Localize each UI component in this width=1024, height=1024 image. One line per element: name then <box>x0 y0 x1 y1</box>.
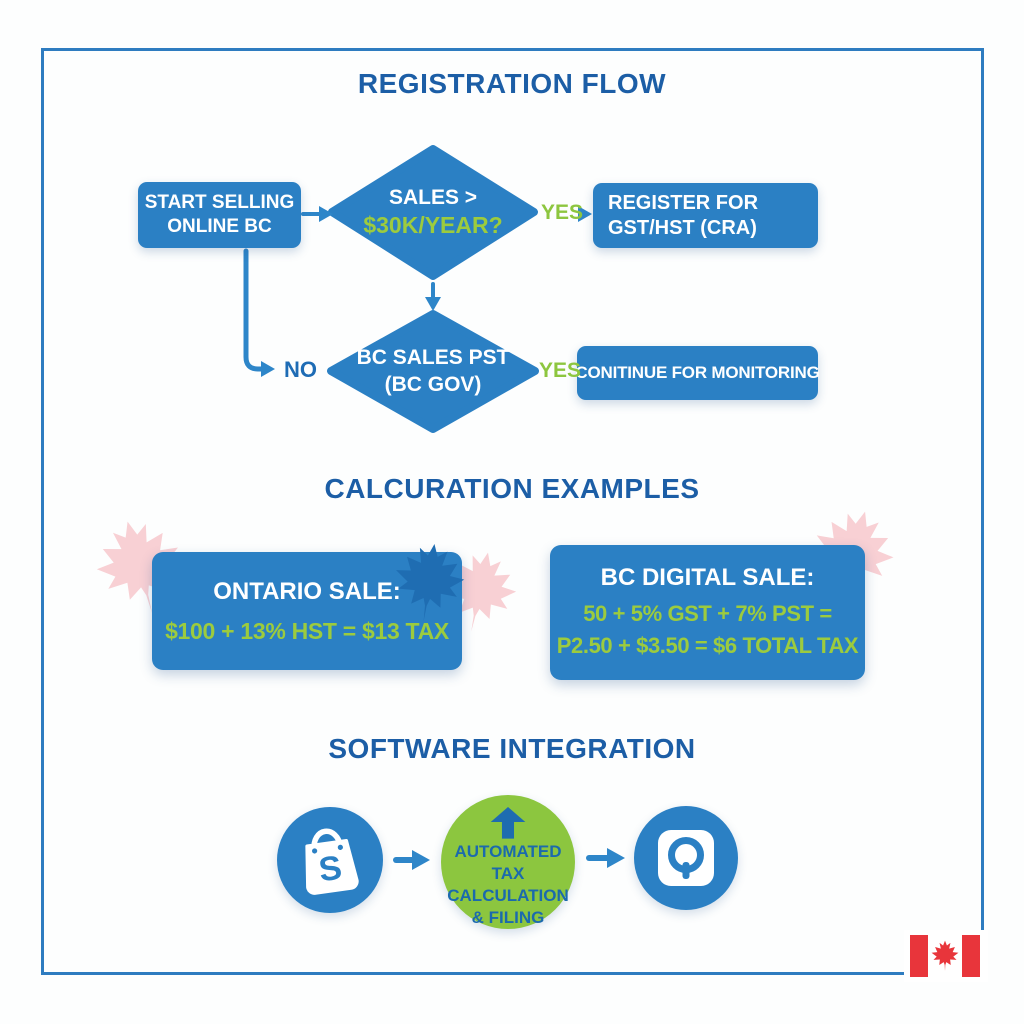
hub-label-line1: AUTOMATED TAX <box>454 841 562 883</box>
automation-hub-circle: AUTOMATED TAX CALCULATION & FILING <box>441 795 575 929</box>
border-frame <box>41 48 984 975</box>
registration-flow-title: REGISTRATION FLOW <box>357 68 667 99</box>
bc-card-formula-line1: 50 + 5% GST + 7% PST = <box>583 600 832 626</box>
yes-label-1: YES <box>541 201 584 224</box>
start-selling-node: START SELLING ONLINE BC <box>138 182 301 248</box>
sales-diamond-line2: $30K/YEAR? <box>363 212 503 239</box>
quickbooks-icon <box>658 830 714 886</box>
register-gst-node: REGISTER FOR GST/HST (CRA) <box>593 183 818 248</box>
canada-flag-icon <box>904 930 988 982</box>
flag-left-bar <box>910 935 928 977</box>
up-arrow-icon <box>490 807 526 839</box>
ontario-sale-card: ONTARIO SALE: $100 + 13% HST = $13 TAX <box>152 552 462 670</box>
start-selling-line2: ONLINE BC <box>167 216 272 237</box>
monitor-label: CONITINUE FOR MONITORING <box>575 363 820 383</box>
software-integration-title: SOFTWARE INTEGRATION <box>328 733 696 764</box>
ontario-card-formula: $100 + 13% HST = $13 TAX <box>165 617 449 644</box>
yes-label-2: YES <box>539 359 582 382</box>
sales-diamond-line1: SALES > <box>388 186 478 209</box>
maple-leaf-icon <box>383 537 476 630</box>
pst-diamond-line2: (BC GOV) <box>384 372 482 396</box>
flag-right-bar <box>962 935 980 977</box>
hub-label-line2: CALCULATION <box>447 885 569 905</box>
register-line1: REGISTER FOR <box>608 191 759 214</box>
shopify-bag-icon: S <box>305 828 359 895</box>
bc-card-heading: BC DIGITAL SALE: <box>600 563 815 591</box>
bc-card-formula-line2: P2.50 + $3.50 = $6 TOTAL TAX <box>556 632 859 658</box>
continue-monitoring-node: CONITINUE FOR MONITORING <box>575 346 820 400</box>
pst-diamond-line1: BC SALES PST <box>356 346 510 370</box>
sales-threshold-decision: SALES > $30K/YEAR? <box>333 150 533 275</box>
svg-text:S: S <box>316 849 344 890</box>
bc-pst-decision: BC SALES PST (BC GOV) <box>333 313 533 430</box>
shopify-circle: S <box>277 807 383 913</box>
bc-digital-sale-card: BC DIGITAL SALE: 50 + 5% GST + 7% PST = … <box>550 545 865 680</box>
register-line2: GST/HST (CRA) <box>608 216 757 239</box>
hub-label-line3: & FILING <box>471 907 545 927</box>
ontario-card-heading: ONTARIO SALE: <box>213 577 401 605</box>
start-selling-line1: START SELLING <box>144 192 295 214</box>
calculation-examples-title: CALCURATION EXAMPLES <box>324 473 700 504</box>
no-label: NO <box>284 357 317 382</box>
flag-maple-leaf-icon <box>929 939 961 973</box>
quickbooks-circle <box>634 806 738 910</box>
